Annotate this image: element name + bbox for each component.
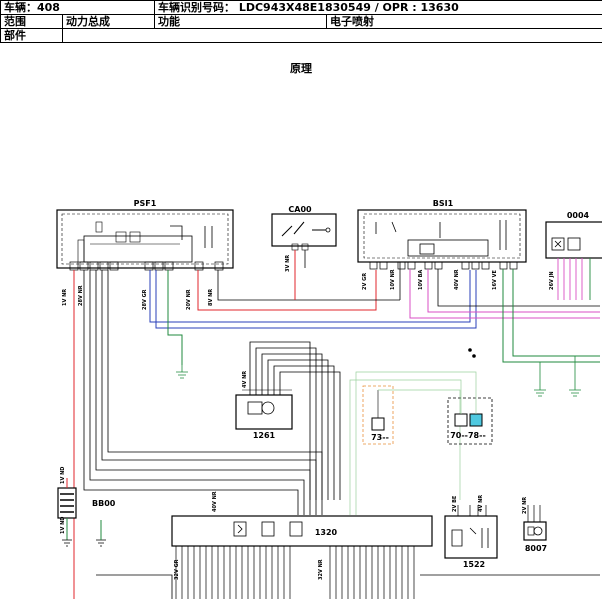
header-table: 车辆：408 车辆识别号码： LDC943X48E1830549 / OPR :… (0, 0, 602, 43)
c8007-label: 8007 (525, 544, 547, 553)
c1261-label: 1261 (253, 431, 276, 440)
conn-psf1-1v: 1V NR (62, 289, 68, 306)
conn-bb00-1v-bot: 1V ND (60, 517, 66, 534)
conn-bsi1-40v: 40V NR (454, 269, 460, 290)
conn-1320-32v-gr: 32V GR (174, 559, 180, 580)
conn-bb00-1v-top: 1V ND (60, 467, 66, 484)
psf1-box (56, 209, 234, 269)
function-label: 功能 (154, 14, 327, 29)
c8007-box (523, 521, 547, 541)
c73-box (371, 417, 385, 431)
ca00-label: CA00 (288, 205, 312, 214)
conn-1522-2v: 2V BE (452, 495, 458, 512)
conn-psf1-28v-gr: 28V GR (142, 289, 148, 310)
conn-1320-40v: 40V NR (212, 491, 218, 512)
conn-ca00-3v: 3V NR (285, 255, 291, 272)
part-label: 部件 (0, 28, 63, 43)
conn-psf1-20v: 20V NR (186, 289, 192, 310)
c0004-label: 0004 (567, 211, 590, 220)
conn-bsi1-2v: 2V GR (362, 273, 368, 290)
c0004-box (545, 221, 602, 259)
bsi1-label: BSI1 (433, 199, 454, 208)
section-title: 原理 (290, 62, 312, 75)
c1320-label: 1320 (315, 528, 338, 537)
conn-1320-32v-nr: 32V NR (318, 559, 324, 580)
c73-label: 73-- (371, 433, 389, 442)
psf1-label: PSF1 (134, 199, 157, 208)
conn-psf1-8v: 8V NR (208, 289, 214, 306)
bsi1-box (357, 209, 527, 263)
c7078-label: 70--78-- (450, 431, 486, 440)
c7078-box (454, 413, 468, 427)
conn-8007-2v: 2V NR (522, 497, 528, 514)
conn-0004-26v: 26V JN (549, 271, 555, 290)
conn-1522-4v: 4V NR (478, 495, 484, 512)
conn-1261-4v: 4V NR (242, 371, 248, 388)
conn-bsi1-16v: 16V VE (492, 270, 498, 290)
c1522-label: 1522 (463, 560, 485, 569)
conn-psf1-28v: 28V NR (78, 285, 84, 306)
conn-bsi1-10v: 10V NR (390, 269, 396, 290)
bb00-box (57, 487, 77, 519)
c1522-box (444, 515, 498, 559)
conn-bsi1-10v-ba: 10V BA (418, 270, 424, 290)
bb00-label: BB00 (92, 499, 116, 508)
